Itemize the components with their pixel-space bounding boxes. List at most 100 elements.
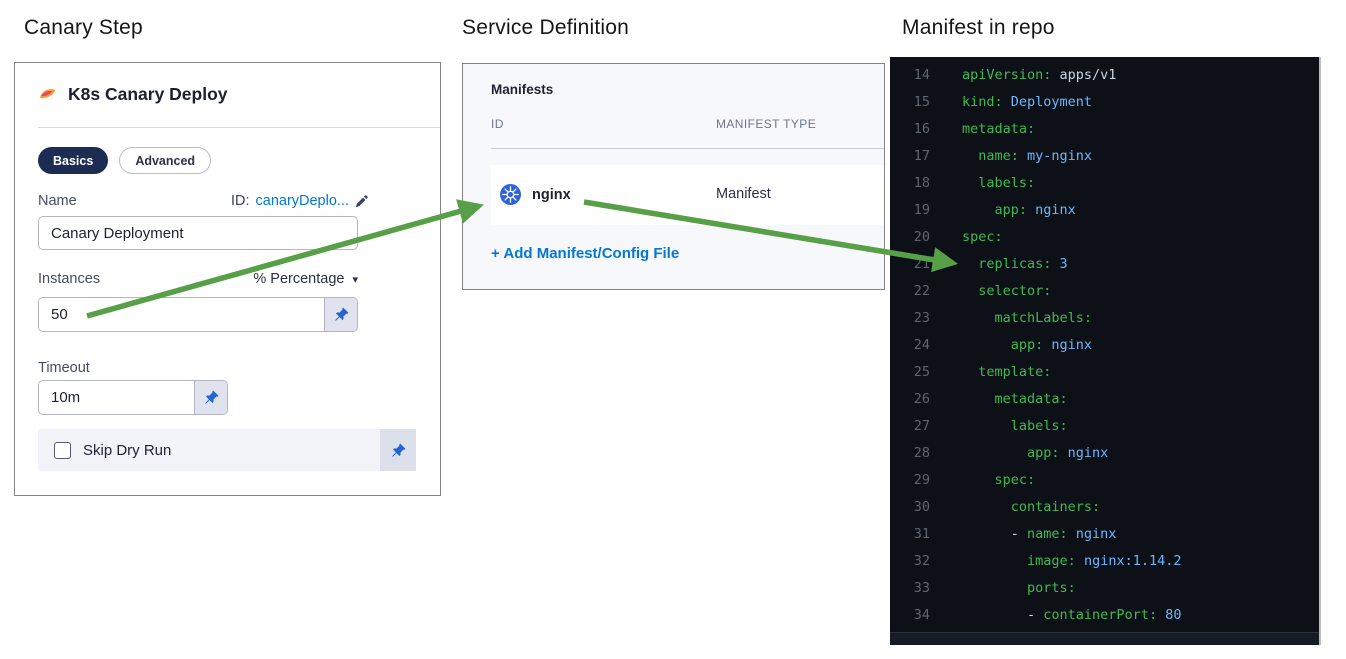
code-text: kind: Deployment <box>962 94 1093 110</box>
line-number: 31 <box>913 526 930 542</box>
manifests-header: Manifests <box>491 82 554 97</box>
line-number: 34 <box>913 607 930 623</box>
line-number: 16 <box>913 121 930 137</box>
code-line-30: 30 containers: <box>890 494 1317 521</box>
code-line-26: 26 metadata: <box>890 386 1317 413</box>
line-number: 30 <box>913 499 930 515</box>
code-line-28: 28 app: nginx <box>890 440 1317 467</box>
step-title: K8s Canary Deploy <box>68 84 228 104</box>
canary-step-panel: K8s Canary Deploy Basics Advanced Name I… <box>14 62 441 496</box>
column-header-manifest-type: MANIFEST TYPE <box>716 117 817 131</box>
instances-label: Instances <box>38 271 101 287</box>
tab-basics[interactable]: Basics <box>38 147 109 174</box>
canary-bird-icon <box>38 85 58 105</box>
code-line-23: 23 matchLabels: <box>890 305 1317 332</box>
manifest-in-repo-heading: Manifest in repo <box>902 16 1055 39</box>
skip-dry-run-checkbox[interactable] <box>54 441 71 459</box>
line-number: 19 <box>913 202 930 218</box>
code-line-16: 16 metadata: <box>890 116 1317 143</box>
code-line-18: 18 labels: <box>890 170 1317 197</box>
line-number: 18 <box>913 175 930 191</box>
id-value-link[interactable]: canaryDeplo... <box>255 193 350 209</box>
line-number: 26 <box>913 391 930 407</box>
code-text: labels: <box>1010 418 1068 434</box>
code-text: labels: <box>978 175 1036 191</box>
name-input[interactable] <box>39 217 357 249</box>
code-line-33: 33 ports: <box>890 575 1317 602</box>
service-definition-heading: Service Definition <box>462 16 630 39</box>
column-header-id: ID <box>491 117 504 131</box>
kubernetes-icon <box>500 184 521 205</box>
line-number: 25 <box>913 364 930 380</box>
name-label: Name <box>38 193 77 209</box>
line-number: 14 <box>913 67 930 83</box>
code-line-24: 24 app: nginx <box>890 332 1317 359</box>
code-text: app: nginx <box>1010 337 1093 353</box>
line-number: 22 <box>913 283 930 299</box>
code-line-31: 31 - name: nginx <box>890 521 1317 548</box>
code-text: matchLabels: <box>994 310 1093 326</box>
line-number: 27 <box>913 418 930 434</box>
code-text: containers: <box>1010 499 1101 515</box>
instances-runtime-pin-button[interactable] <box>324 298 357 331</box>
instances-unit-dropdown[interactable]: % Percentage ▾ <box>253 271 358 287</box>
skip-dry-run-runtime-pin-button[interactable] <box>380 429 416 471</box>
code-text: app: nginx <box>1027 445 1109 461</box>
code-text: selector: <box>978 283 1052 299</box>
name-input-box <box>38 216 358 250</box>
instances-input[interactable] <box>39 298 324 331</box>
pin-icon <box>391 443 405 457</box>
edit-pencil-icon[interactable] <box>355 194 368 208</box>
code-text: image: nginx:1.14.2 <box>1027 553 1182 569</box>
line-number: 20 <box>913 229 930 245</box>
code-line-20: 20 spec: <box>890 224 1317 251</box>
code-line-27: 27 labels: <box>890 413 1317 440</box>
add-manifest-link[interactable]: + Add Manifest/Config File <box>491 245 680 262</box>
timeout-input[interactable] <box>39 381 194 414</box>
pin-icon <box>204 390 218 404</box>
editor-scrollbar-track[interactable] <box>890 632 1319 645</box>
table-divider <box>491 148 884 149</box>
line-number: 32 <box>913 553 930 569</box>
code-line-14: 14 apiVersion: apps/v1 <box>890 62 1317 89</box>
code-text: apiVersion: apps/v1 <box>962 67 1117 83</box>
code-text: - containerPort: 80 <box>962 607 1182 623</box>
line-number: 28 <box>913 445 930 461</box>
tab-advanced[interactable]: Advanced <box>119 147 212 174</box>
id-prefix: ID: <box>230 193 250 209</box>
code-text: metadata: <box>994 391 1068 407</box>
instances-unit-value: % Percentage <box>253 271 345 287</box>
timeout-label: Timeout <box>38 360 90 376</box>
code-text: metadata: <box>962 121 1036 137</box>
instances-input-group <box>38 297 358 332</box>
line-number: 21 <box>913 256 930 272</box>
code-text: replicas: 3 <box>978 256 1068 272</box>
code-line-15: 15 kind: Deployment <box>890 89 1317 116</box>
code-text: ports: <box>1027 580 1076 596</box>
step-header: K8s Canary Deploy <box>38 84 228 105</box>
pin-icon <box>334 307 348 321</box>
code-line-25: 25 template: <box>890 359 1317 386</box>
code-text: name: my-nginx <box>978 148 1093 164</box>
code-line-19: 19 app: nginx <box>890 197 1317 224</box>
timeout-runtime-pin-button[interactable] <box>194 381 227 414</box>
code-text: spec: <box>994 472 1036 488</box>
line-number: 29 <box>913 472 930 488</box>
timeout-input-group <box>38 380 228 415</box>
code-line-34: 34 - containerPort: 80 <box>890 602 1317 629</box>
line-number: 15 <box>913 94 930 110</box>
skip-dry-run-label: Skip Dry Run <box>83 441 172 459</box>
manifest-id-cell: nginx <box>532 187 571 203</box>
line-number: 33 <box>913 580 930 596</box>
manifest-table-row[interactable]: nginx Manifest <box>491 165 884 225</box>
code-text: spec: <box>962 229 1003 245</box>
manifest-type-cell: Manifest <box>716 186 771 202</box>
form-tabs: Basics Advanced <box>38 147 212 174</box>
chevron-down-icon: ▾ <box>352 273 358 286</box>
line-number: 23 <box>913 310 930 326</box>
code-line-17: 17 name: my-nginx <box>890 143 1317 170</box>
skip-dry-run-row: Skip Dry Run <box>38 429 416 471</box>
code-line-32: 32 image: nginx:1.14.2 <box>890 548 1317 575</box>
